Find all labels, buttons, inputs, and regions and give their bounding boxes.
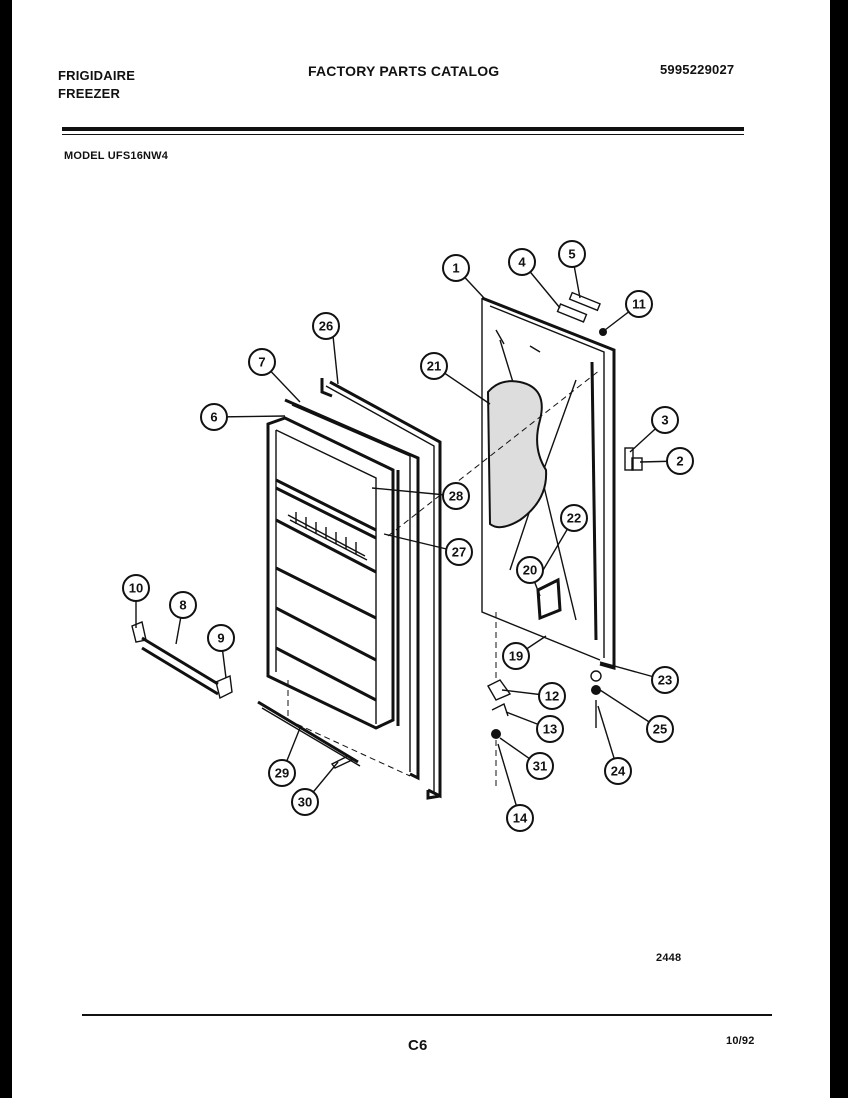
callout-2: 2 [666,447,694,475]
callout-24: 24 [604,757,632,785]
svg-text:11: 11 [632,297,646,312]
svg-text:24: 24 [611,764,626,779]
callout-14: 14 [506,804,534,832]
handle-assembly [131,621,233,700]
page-code: C6 [408,1037,428,1054]
callout-9: 9 [207,624,235,652]
svg-text:6: 6 [210,410,217,425]
svg-text:20: 20 [523,563,537,578]
svg-text:5: 5 [568,247,575,262]
callout-13: 13 [536,715,564,743]
callout-25: 25 [646,715,674,743]
callout-5: 5 [558,240,586,268]
revision-date: 10/92 [726,1035,755,1047]
catalog-sheet: FRIGIDAIRE FREEZER FACTORY PARTS CATALOG… [12,0,830,1098]
callout-1: 1 [442,254,470,282]
svg-text:3: 3 [661,413,668,428]
svg-text:22: 22 [567,511,581,526]
svg-text:9: 9 [217,631,224,646]
callout-8: 8 [169,591,197,619]
callout-10: 10 [122,574,150,602]
svg-text:29: 29 [275,766,289,781]
svg-text:8: 8 [179,598,186,613]
callout-27: 27 [445,538,473,566]
callout-21: 21 [420,352,448,380]
svg-text:26: 26 [319,319,333,334]
svg-text:12: 12 [545,689,559,704]
svg-text:25: 25 [653,722,667,737]
callout-3: 3 [651,406,679,434]
svg-text:21: 21 [427,359,441,374]
footer-rule [82,1014,772,1016]
product-type: FREEZER [58,86,121,101]
door-gasket-frame [320,378,442,800]
svg-text:27: 27 [452,545,466,560]
callout-28: 28 [442,482,470,510]
door-liner [266,416,395,730]
model-number: MODEL UFS16NW4 [64,150,169,162]
page-title: FACTORY PARTS CATALOG [308,63,500,79]
door-bottom-trim [257,700,361,769]
callout-7: 7 [248,348,276,376]
brand-name: FRIGIDAIRE [58,68,136,83]
svg-text:19: 19 [509,649,523,664]
callout-12: 12 [538,682,566,710]
callout-29: 29 [268,759,296,787]
svg-text:2: 2 [676,454,683,469]
svg-text:7: 7 [258,355,265,370]
svg-text:14: 14 [513,811,528,826]
diagram-id: 2448 [656,952,682,964]
callout-6: 6 [200,403,228,431]
svg-text:1: 1 [452,261,459,276]
header-rule-thin [62,134,744,135]
header-rule [62,127,744,131]
callout-11: 11 [625,290,653,318]
callout-31: 31 [526,752,554,780]
svg-text:31: 31 [533,759,547,774]
catalog-part-number: 5995229027 [660,62,735,77]
svg-text:23: 23 [658,673,672,688]
cabinet-back-panel [481,296,616,670]
callout-23: 23 [651,666,679,694]
leader-lines [135,253,681,819]
callout-26: 26 [312,312,340,340]
callout-4: 4 [508,248,536,276]
svg-text:30: 30 [298,795,312,810]
svg-text:4: 4 [518,255,526,270]
callout-20: 20 [516,556,544,584]
callout-22: 22 [560,504,588,532]
svg-text:28: 28 [449,489,463,504]
svg-text:10: 10 [129,581,143,596]
callout-19: 19 [502,642,530,670]
insulation-pad [486,380,548,529]
door-panel [284,398,420,781]
callout-30: 30 [291,788,319,816]
svg-text:13: 13 [543,722,557,737]
